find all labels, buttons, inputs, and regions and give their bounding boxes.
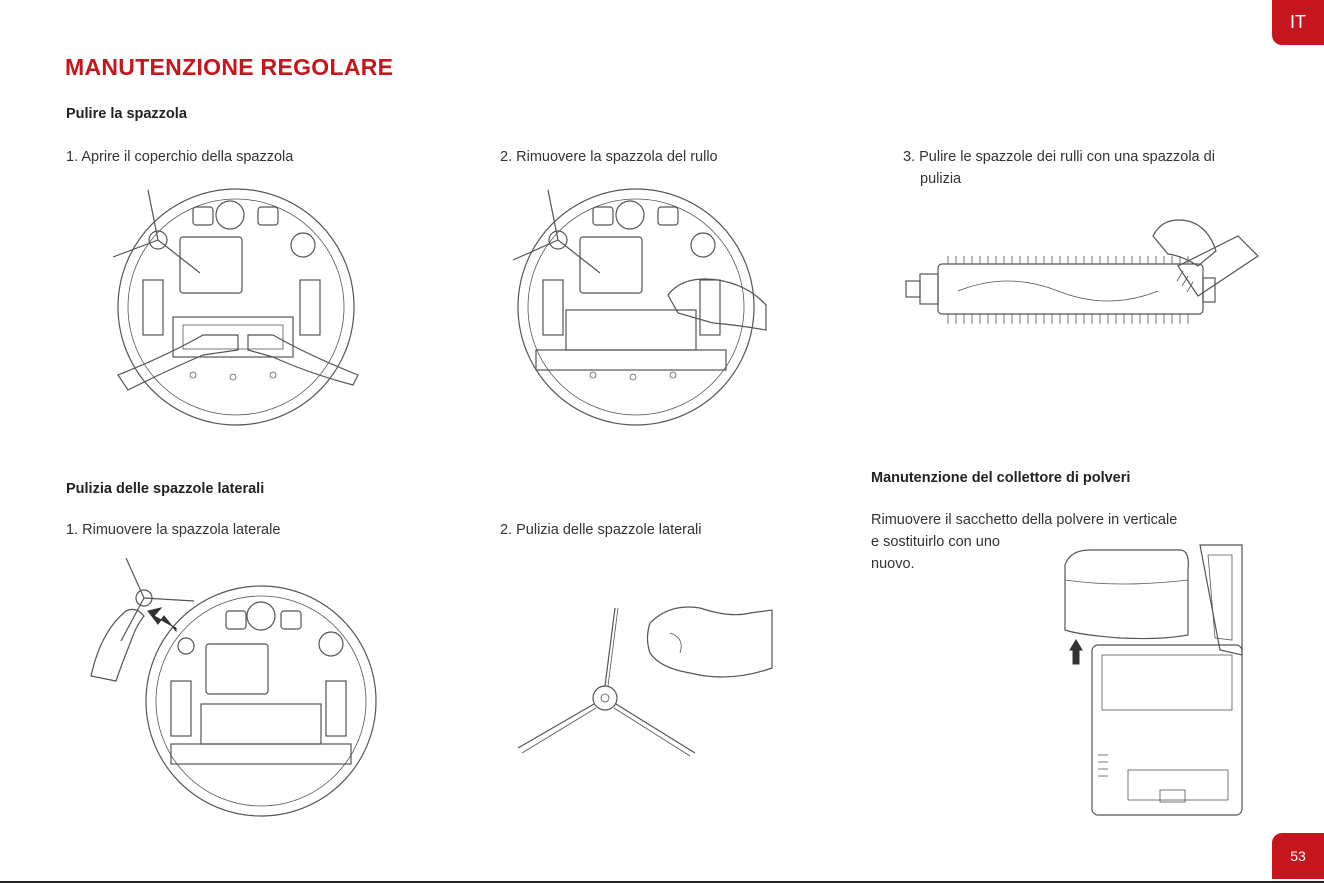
brush-step-2: 2. Rimuovere la spazzola del rullo — [500, 149, 718, 165]
language-tab: IT — [1272, 0, 1324, 45]
page-number: 53 — [1272, 833, 1324, 879]
side-brush-step-2: 2. Pulizia delle spazzole laterali — [500, 522, 702, 538]
dust-collector-line-2: e sostituirlo con uno — [871, 534, 1000, 550]
dust-collector-line-3: nuovo. — [871, 556, 915, 572]
side-brush-step-1: 1. Rimuovere la spazzola laterale — [66, 522, 281, 538]
bottom-rule — [0, 881, 1324, 883]
robot-underside-remove-roller-illustration — [508, 185, 773, 430]
dust-collector-section-heading: Manutenzione del collettore di polveri — [871, 470, 1131, 486]
dust-collector-line-1: Rimuovere il sacchetto della polvere in … — [871, 512, 1178, 528]
brush-section-heading: Pulire la spazzola — [66, 106, 187, 122]
page-title: MANUTENZIONE REGOLARE — [65, 54, 394, 80]
roller-brush-cleaning-illustration — [898, 196, 1263, 336]
brush-step-3: 3. Pulire le spazzole dei rulli con una … — [903, 149, 1215, 165]
robot-underside-remove-side-brush-illustration — [86, 556, 386, 821]
brush-step-1: 1. Aprire il coperchio della spazzola — [66, 149, 294, 165]
dust-station-bag-replacement-illustration — [1060, 540, 1260, 820]
side-brush-section-heading: Pulizia delle spazzole laterali — [66, 481, 265, 497]
robot-underside-open-cover-illustration — [108, 185, 368, 430]
side-brush-cleaning-illustration — [510, 598, 780, 768]
brush-step-3-cont: pulizia — [920, 171, 962, 187]
